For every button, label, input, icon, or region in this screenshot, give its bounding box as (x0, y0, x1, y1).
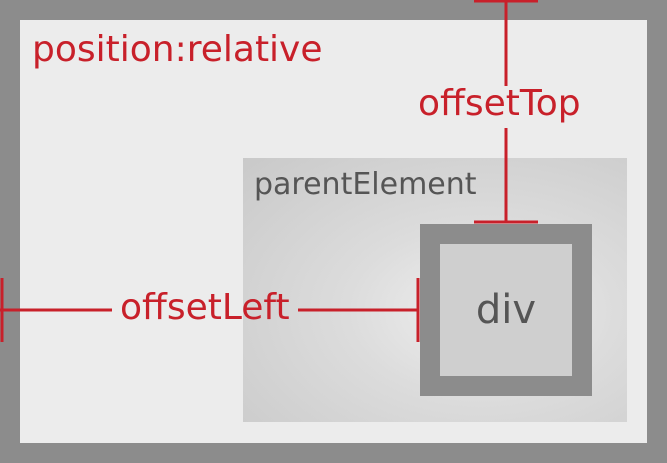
relative-container-label: position:relative (32, 29, 323, 70)
parent-element-label: parentElement (254, 167, 477, 202)
offset-left-label: offsetLeft (120, 287, 290, 328)
div-element-box: div (440, 244, 572, 376)
div-element-label: div (475, 287, 537, 333)
offset-top-label: offsetTop (418, 83, 581, 124)
